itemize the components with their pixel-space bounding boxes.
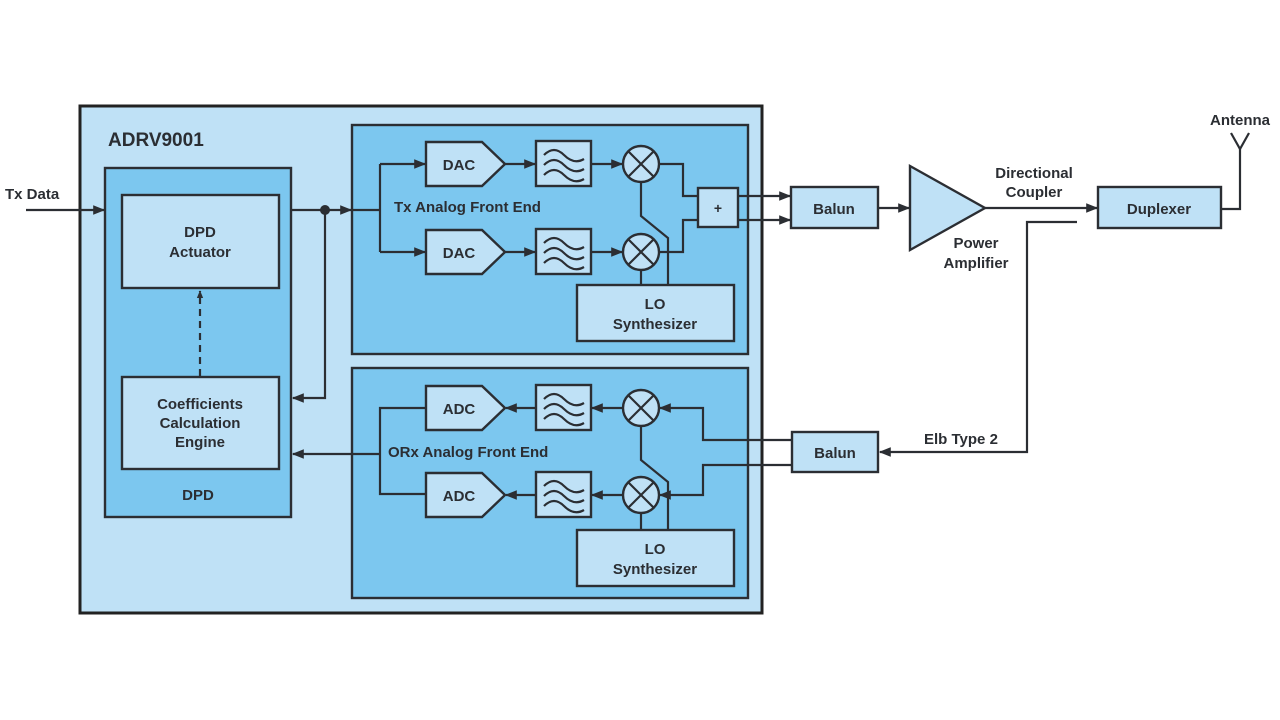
svg-text:DAC: DAC (443, 157, 476, 174)
mixer-i-to-sum (659, 162, 698, 198)
coeff-label-3: Engine (175, 434, 225, 451)
balun-orx (790, 430, 880, 474)
lo-synthesizer-orx (575, 528, 736, 588)
mixer-icon (621, 232, 661, 272)
lo-to-mixer-i (639, 182, 670, 285)
dpd-block-label: DPD (182, 487, 214, 504)
dac-q: DAC (424, 228, 507, 276)
pa-label-1: Power (953, 235, 998, 252)
dac-i: DAC (424, 140, 507, 188)
summer-block (696, 186, 740, 229)
coupler-label-2: Coupler (1006, 184, 1063, 201)
pa-label-2: Amplifier (943, 255, 1008, 272)
orx-afe-label: ORx Analog Front End (388, 444, 548, 461)
chip-label: ADRV9001 (108, 130, 204, 151)
tx-data-label: Tx Data (5, 186, 60, 203)
tx-afe-label: Tx Analog Front End (394, 199, 541, 216)
balun-tx (789, 185, 880, 230)
filter-icon (534, 470, 593, 519)
coefficients-engine (120, 375, 281, 471)
summer-label: + (714, 200, 722, 216)
mixer-icon (621, 388, 661, 428)
balun-to-orx-mixer-q (658, 463, 792, 500)
balun-to-orx-mixer-i (658, 403, 792, 442)
filter-icon (534, 227, 593, 276)
lo-to-orx-mixer-i (639, 426, 670, 530)
filter-icon (534, 139, 593, 188)
coupler-feedback-path (878, 220, 1077, 457)
duplexer (1096, 185, 1223, 230)
duplexer-label: Duplexer (1127, 201, 1191, 218)
power-amplifier-icon (908, 163, 988, 253)
lo-label-1: LO (645, 541, 666, 558)
antenna-icon (1230, 132, 1250, 152)
adc-i: ADC (424, 384, 507, 432)
coeff-label-2: Calculation (160, 415, 241, 432)
coeff-label-1: Coefficients (157, 396, 243, 413)
mixer-icon (621, 144, 661, 184)
lo-label-2: Synthesizer (613, 561, 697, 578)
dpd-actuator (120, 193, 281, 290)
lo-label-1: LO (645, 296, 666, 313)
svg-text:DAC: DAC (443, 245, 476, 262)
mixer-q-to-sum (659, 218, 698, 254)
filter-icon (534, 383, 593, 432)
mixer-icon (621, 475, 661, 515)
balun-tx-label: Balun (813, 201, 855, 218)
dpd-actuator-label-2: Actuator (169, 244, 231, 261)
feedback-label: Elb Type 2 (924, 431, 998, 448)
duplexer-to-antenna (1221, 148, 1242, 211)
coupler-label-1: Directional (995, 165, 1073, 182)
balun-orx-label: Balun (814, 445, 856, 462)
adc-q: ADC (424, 471, 507, 519)
orx-combine (378, 406, 426, 496)
antenna-label: Antenna (1210, 112, 1271, 129)
svg-text:ADC: ADC (443, 401, 476, 418)
lo-label-2: Synthesizer (613, 316, 697, 333)
dpd-loopback-line (291, 210, 327, 403)
lo-synthesizer-tx (575, 283, 736, 343)
dpd-actuator-label-1: DPD (184, 224, 216, 241)
svg-text:ADC: ADC (443, 488, 476, 505)
